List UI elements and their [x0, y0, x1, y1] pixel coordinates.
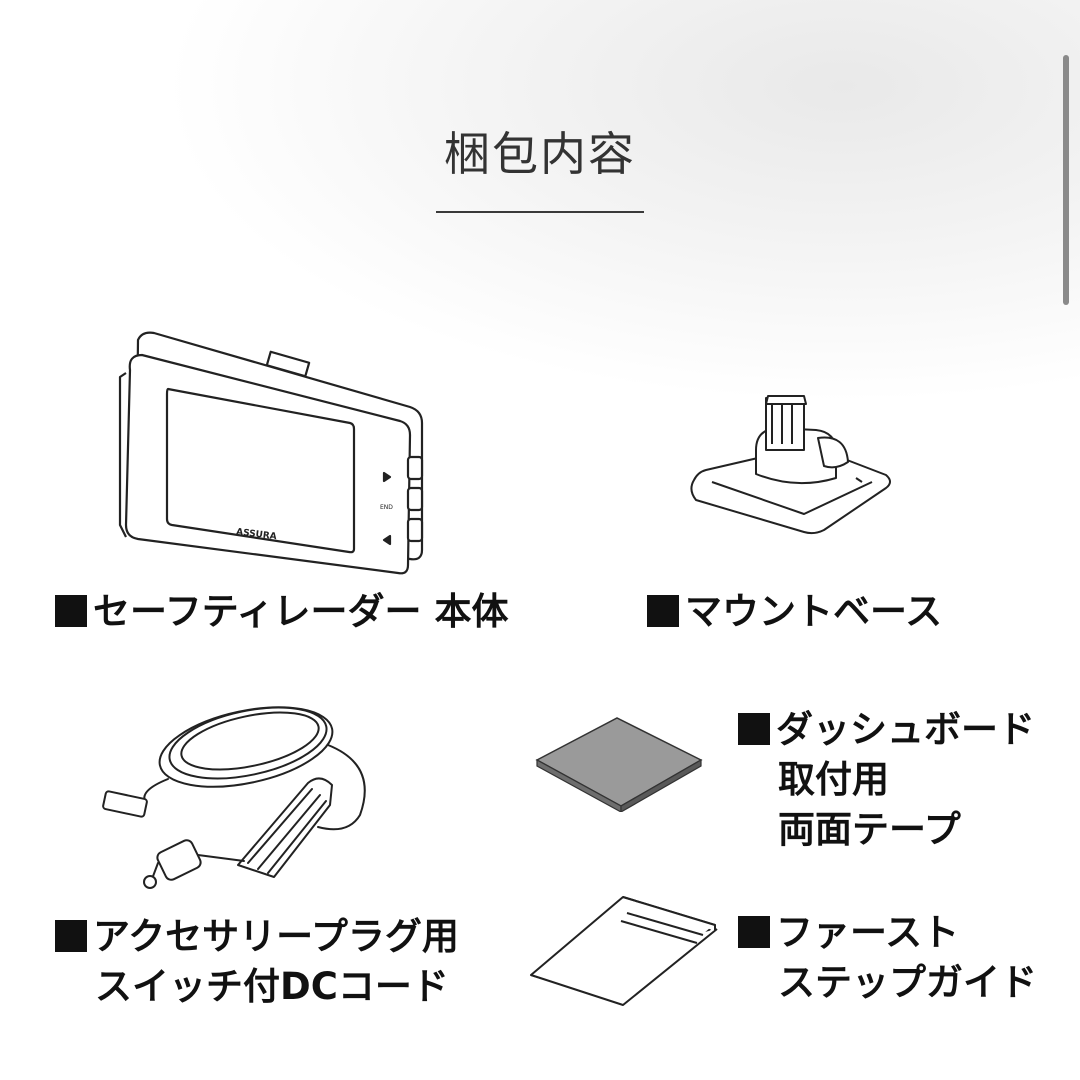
device-brand-label: ASSURA: [236, 527, 278, 542]
item-caption-mount: マウントベース: [647, 587, 942, 637]
guide-booklet-image: [530, 896, 718, 1006]
bullet-square: [55, 595, 87, 627]
item-caption-device: セーフティレーダー 本体: [55, 587, 508, 637]
bullet-square: [738, 713, 770, 745]
bullet-square: [55, 920, 87, 952]
tape-image: [535, 717, 703, 812]
title-underline: [436, 211, 644, 213]
mount-base-image: [690, 395, 891, 535]
item-caption-cord: アクセサリープラグ用 スイッチ付DCコード: [55, 912, 459, 1012]
bullet-square: [738, 916, 770, 948]
page-title: 梱包内容: [444, 127, 636, 181]
svg-text:END: END: [380, 504, 393, 511]
scrollbar[interactable]: [1063, 55, 1069, 305]
dc-cord-image: [102, 706, 366, 889]
bullet-square: [647, 595, 679, 627]
item-caption-tape: ダッシュボード 取付用 両面テープ: [738, 705, 1035, 855]
radar-device-image: ASSURA END: [118, 331, 424, 575]
item-caption-guide: ファースト ステップガイド: [738, 908, 1037, 1008]
